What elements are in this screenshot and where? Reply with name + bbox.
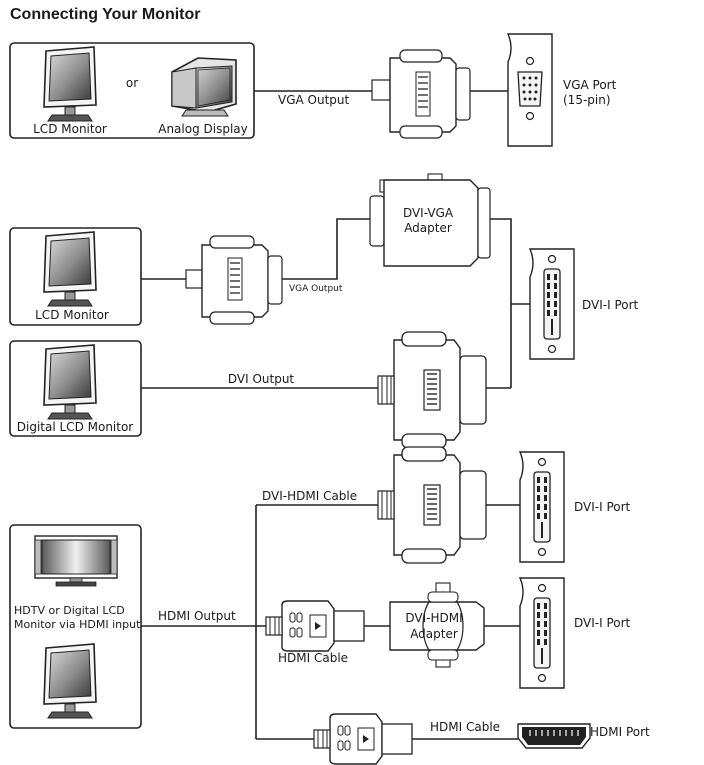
digital-lcd-label: Digital LCD Monitor — [17, 420, 134, 434]
vga-port-icon — [506, 33, 553, 147]
or-label: or — [126, 76, 138, 90]
dvi-hdmi-cable-label: DVI-HDMI Cable — [262, 489, 357, 503]
vga-section: LCD Monitor or Analog Display VGA Output — [9, 33, 617, 147]
dvi-section: LCD Monitor Digital LCD Monitor VGA Outp… — [9, 173, 639, 449]
dvi-vga-adapter-label: DVI-VGA — [403, 206, 454, 220]
hdmi-port-icon — [517, 723, 591, 749]
dvi-hdmi-adapter-label: DVI-HDMI — [405, 611, 462, 625]
hdtv-label: HDTV or Digital LCD — [14, 604, 125, 617]
dvi-vga-adapter-icon — [369, 173, 491, 267]
dvi-output-label: DVI Output — [228, 372, 295, 386]
dvi-i-port-icon-3 — [519, 577, 565, 689]
hdmi-plug-icon-2 — [313, 713, 413, 765]
dvi-i-port-label: DVI-I Port — [582, 298, 639, 312]
dvi-plug-icon-2 — [377, 446, 487, 564]
vga-port-pins-label: (15-pin) — [563, 93, 611, 107]
vga-output-label-2: VGA Output — [289, 284, 343, 294]
page-title: Connecting Your Monitor — [10, 6, 201, 23]
dvi-i-port-icon — [529, 248, 575, 360]
dvi-vga-adapter-label-2: Adapter — [404, 221, 452, 235]
vga-port-label: VGA Port — [563, 78, 617, 92]
hdmi-port-label: HDMI Port — [590, 725, 650, 739]
lcd-monitor-label: LCD Monitor — [33, 122, 107, 136]
analog-display-icon — [171, 57, 237, 117]
vga-plug-icon-2 — [185, 235, 283, 325]
hdmi-section: HDTV or Digital LCD Monitor via HDMI inp… — [9, 446, 650, 765]
vga-output-label: VGA Output — [278, 93, 350, 107]
dvi-i-port-label-3: DVI-I Port — [574, 616, 631, 630]
hdmi-cable-label-2: HDMI Cable — [430, 720, 500, 734]
dvi-hdmi-adapter-label-2: Adapter — [410, 627, 458, 641]
hdtv-icon — [34, 535, 118, 587]
dvi-hdmi-adapter-icon — [389, 582, 485, 668]
dvi-plug-icon — [377, 331, 487, 449]
analog-display-label: Analog Display — [158, 122, 248, 136]
dvi-i-port-icon-2 — [519, 451, 565, 563]
hdmi-cable-label: HDMI Cable — [278, 651, 348, 665]
vga-plug-icon — [371, 49, 471, 139]
dvi-i-port-label-2: DVI-I Port — [574, 500, 631, 514]
hdmi-plug-icon — [265, 600, 365, 652]
lcd-monitor-label-2: LCD Monitor — [35, 308, 109, 322]
hdmi-output-label: HDMI Output — [158, 609, 236, 623]
hdtv-label-2: Monitor via HDMI input — [14, 618, 141, 631]
